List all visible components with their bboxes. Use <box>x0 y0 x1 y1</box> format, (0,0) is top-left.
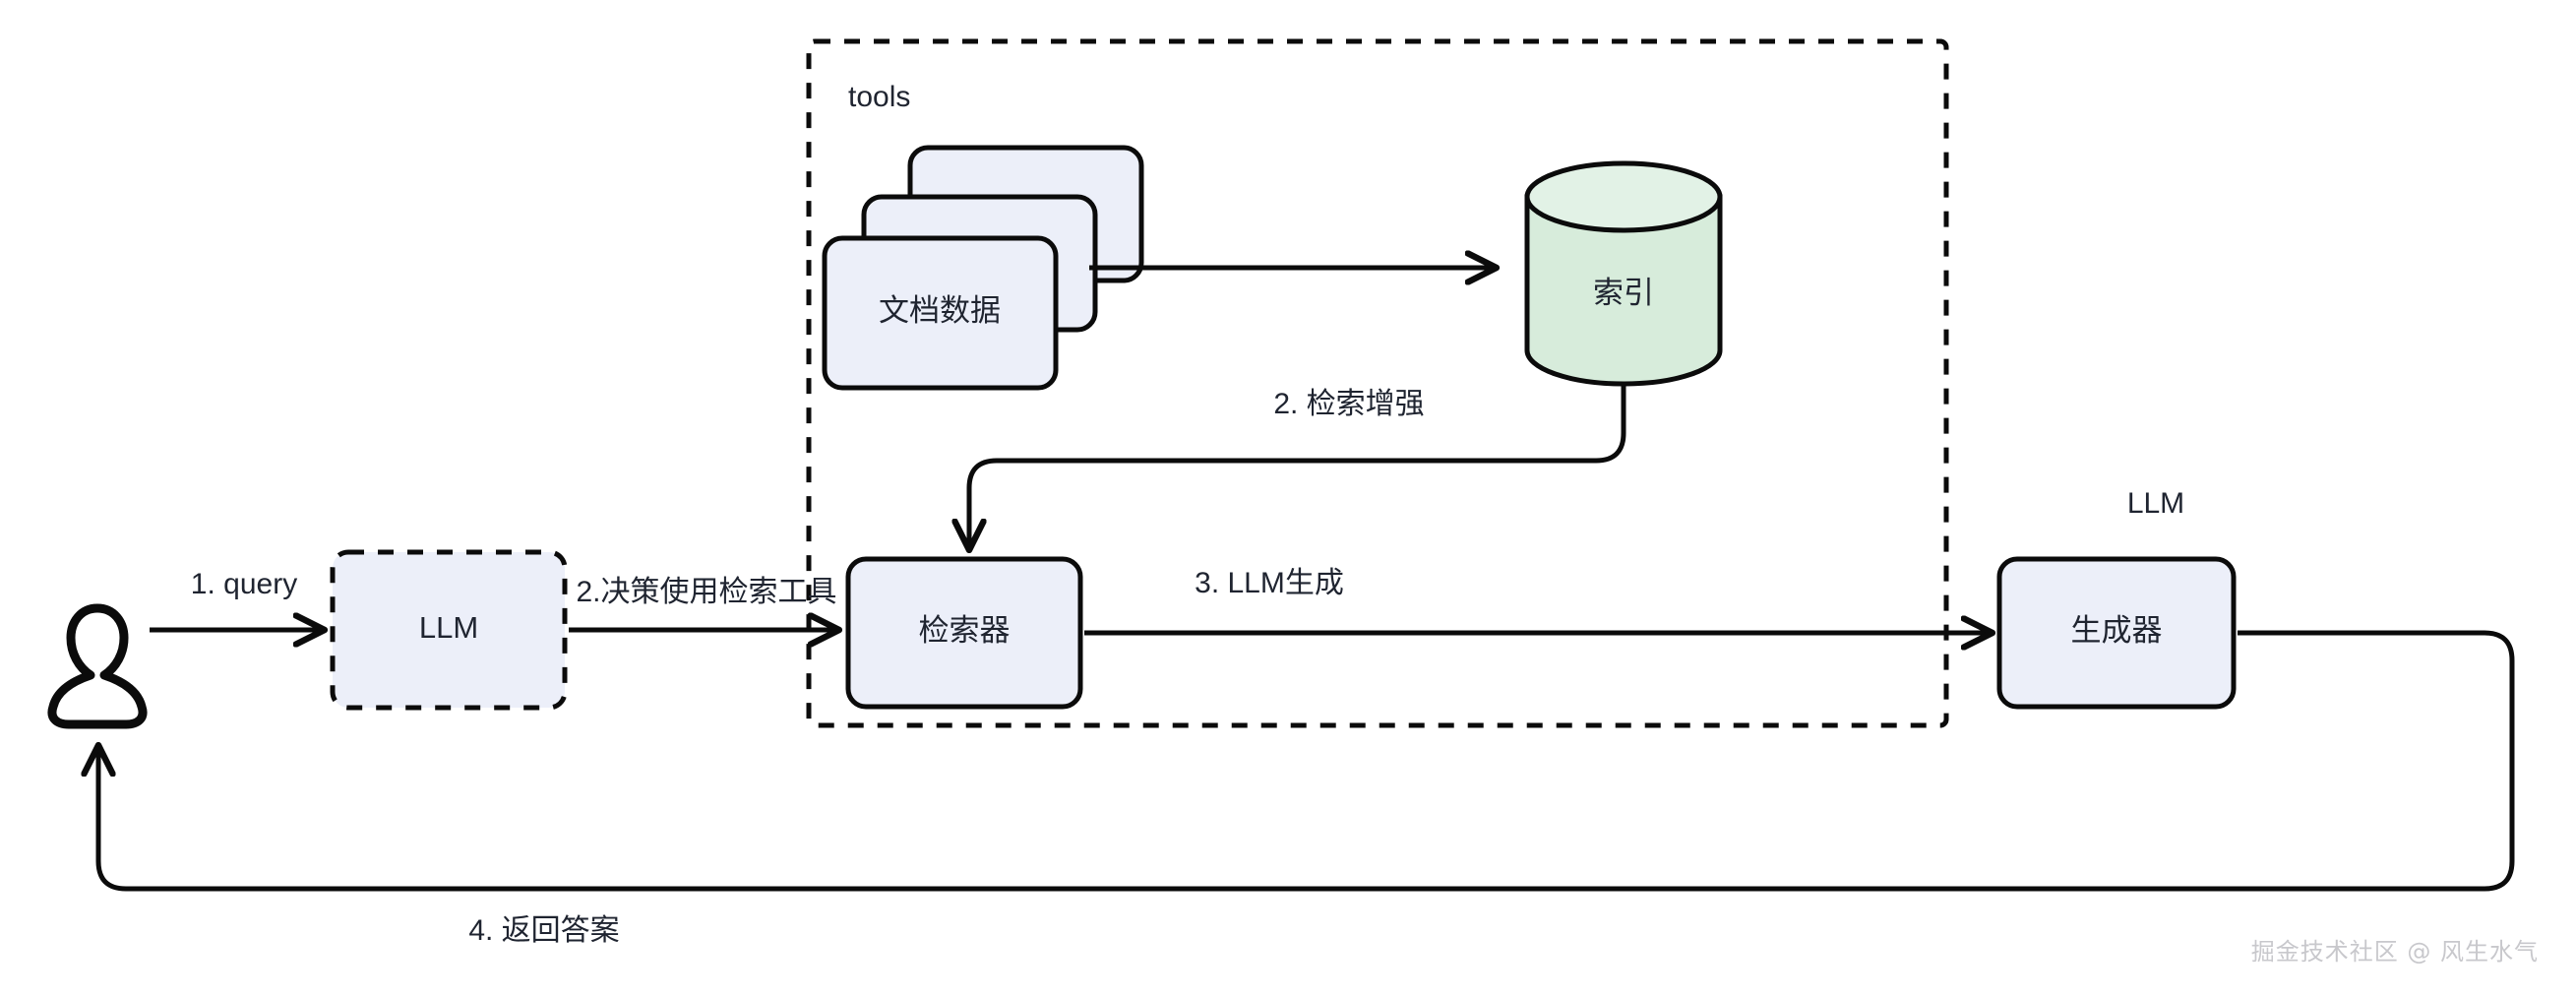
llm-router-label: LLM <box>419 610 478 645</box>
edge-label-decide-tool: 2.决策使用检索工具 <box>576 576 836 608</box>
generator-caption-llm: LLM <box>2127 487 2184 520</box>
llm-router-box <box>330 549 568 711</box>
edge-label-query: 1. query <box>191 568 297 600</box>
edge-generator-to-user <box>98 630 2515 892</box>
user-actor <box>47 603 148 729</box>
generator-label: 生成器 <box>2071 613 2163 648</box>
edge-label-retrieval-augment: 2. 检索增强 <box>1273 388 1424 420</box>
document-data-label: 文档数据 <box>879 293 1001 328</box>
edge-index-to-retriever <box>969 384 1626 547</box>
user-person-glyph <box>47 603 148 729</box>
retriever-label: 检索器 <box>919 613 1011 648</box>
index-label: 索引 <box>1593 276 1654 310</box>
retriever-box <box>845 556 1083 710</box>
watermark: 掘金技术社区 @ 风生水气 <box>2251 938 2539 966</box>
edge-label-return-answer: 4. 返回答案 <box>468 914 619 947</box>
edge-label-llm-generate: 3. LLM生成 <box>1195 567 1344 599</box>
document-card-front <box>822 235 1059 391</box>
index-cylinder-body <box>1524 194 1723 387</box>
tools-group-label: tools <box>848 81 910 113</box>
index-cylinder-top <box>1524 160 1723 233</box>
tools-group-boundary <box>806 38 1949 728</box>
index-cylinder: 索引 <box>1524 160 1723 387</box>
generator-box <box>1996 556 2237 710</box>
